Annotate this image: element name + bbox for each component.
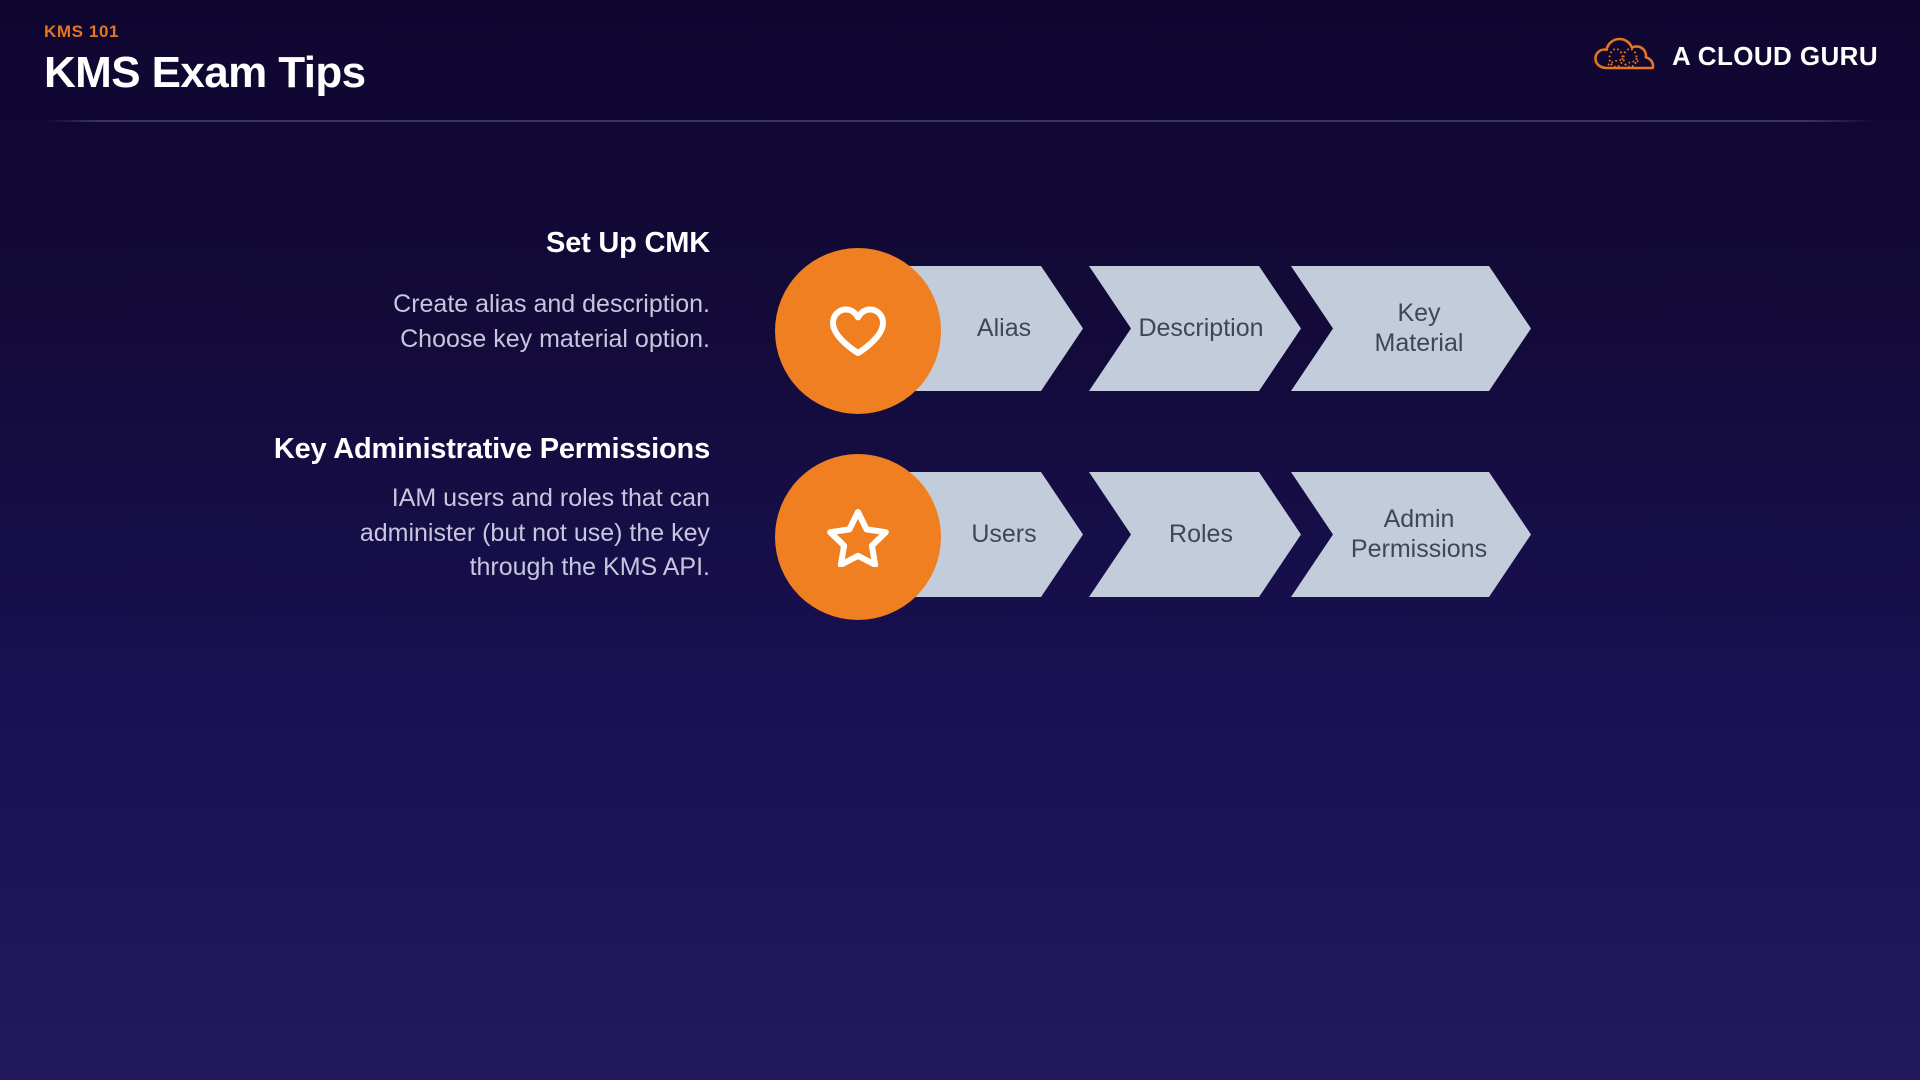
flow-step-2: Roles bbox=[1089, 472, 1301, 597]
flow-step-label: Alias bbox=[976, 313, 1032, 342]
row-text-block: Key Administrative Permissions IAM users… bbox=[60, 432, 710, 585]
brand-name: A CLOUD GURU bbox=[1671, 41, 1878, 71]
row-text-block: Set Up CMK Create alias and description.… bbox=[60, 226, 710, 356]
flow-step-label: Description bbox=[1138, 313, 1264, 342]
flow-step-label: Users bbox=[971, 519, 1037, 548]
star-icon bbox=[827, 507, 889, 567]
flow-step-3: Key Material bbox=[1291, 266, 1531, 391]
flow-step-label: Admin Permissions bbox=[1350, 505, 1488, 563]
brand-lockup: A CLOUD GURU bbox=[1594, 34, 1878, 79]
flow-badge-heart bbox=[775, 248, 941, 414]
flow-step-2: Description bbox=[1089, 266, 1301, 391]
course-eyebrow: KMS 101 bbox=[44, 22, 120, 41]
header-title-group: KMS 101 KMS Exam Tips bbox=[44, 22, 366, 98]
row-heading: Key Administrative Permissions bbox=[273, 433, 710, 465]
cloud-brain-logo-icon bbox=[1594, 34, 1656, 79]
row-description: Create alias and description. Choose key… bbox=[393, 289, 710, 353]
heart-icon bbox=[827, 303, 889, 359]
header-divider bbox=[44, 120, 1878, 122]
flow-step-label: Roles bbox=[1169, 519, 1233, 548]
row-heading: Set Up CMK bbox=[546, 227, 710, 259]
row-description: IAM users and roles that can administer … bbox=[359, 483, 710, 582]
flow-badge-star bbox=[775, 454, 941, 620]
flow-step-3: Admin Permissions bbox=[1291, 472, 1531, 597]
slide-header: KMS 101 KMS Exam Tips A CLOUD GURU bbox=[0, 0, 1920, 122]
flow-step-label: Key Material bbox=[1374, 299, 1464, 357]
page-title: KMS Exam Tips bbox=[44, 48, 366, 98]
